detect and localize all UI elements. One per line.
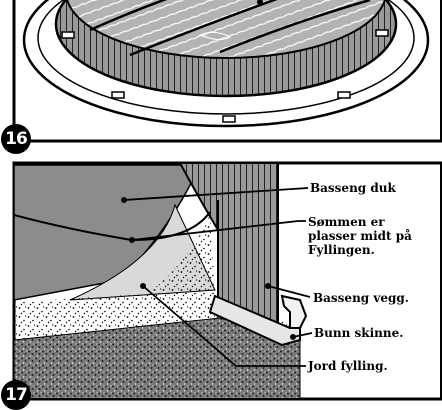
panel-17 [12,161,442,401]
pool-top-view [22,0,430,128]
callout-jord-fylling: Jord fylling. [308,359,388,373]
step-number-16: 16 [1,124,31,154]
leader-wall [267,285,311,298]
soil-fill-cove [150,215,215,292]
callout-basseng-vegg: Basseng vegg. [313,291,409,305]
callout-sommen: Sømmen er plasser midt på Fyllingen. [308,215,412,257]
leader-liner [123,187,309,201]
step-number-17: 17 [1,380,31,410]
panel-16 [12,0,442,143]
leader-lines [123,187,313,367]
callout-basseng-duk: Basseng duk [310,181,396,195]
leader-rail [292,332,313,338]
leader-soil [142,285,306,367]
callout-bunn-skinne: Bunn skinne. [314,326,404,340]
wall-cross-section [14,163,308,398]
pool-liner-floor [66,0,386,59]
leader-seam [131,220,306,241]
